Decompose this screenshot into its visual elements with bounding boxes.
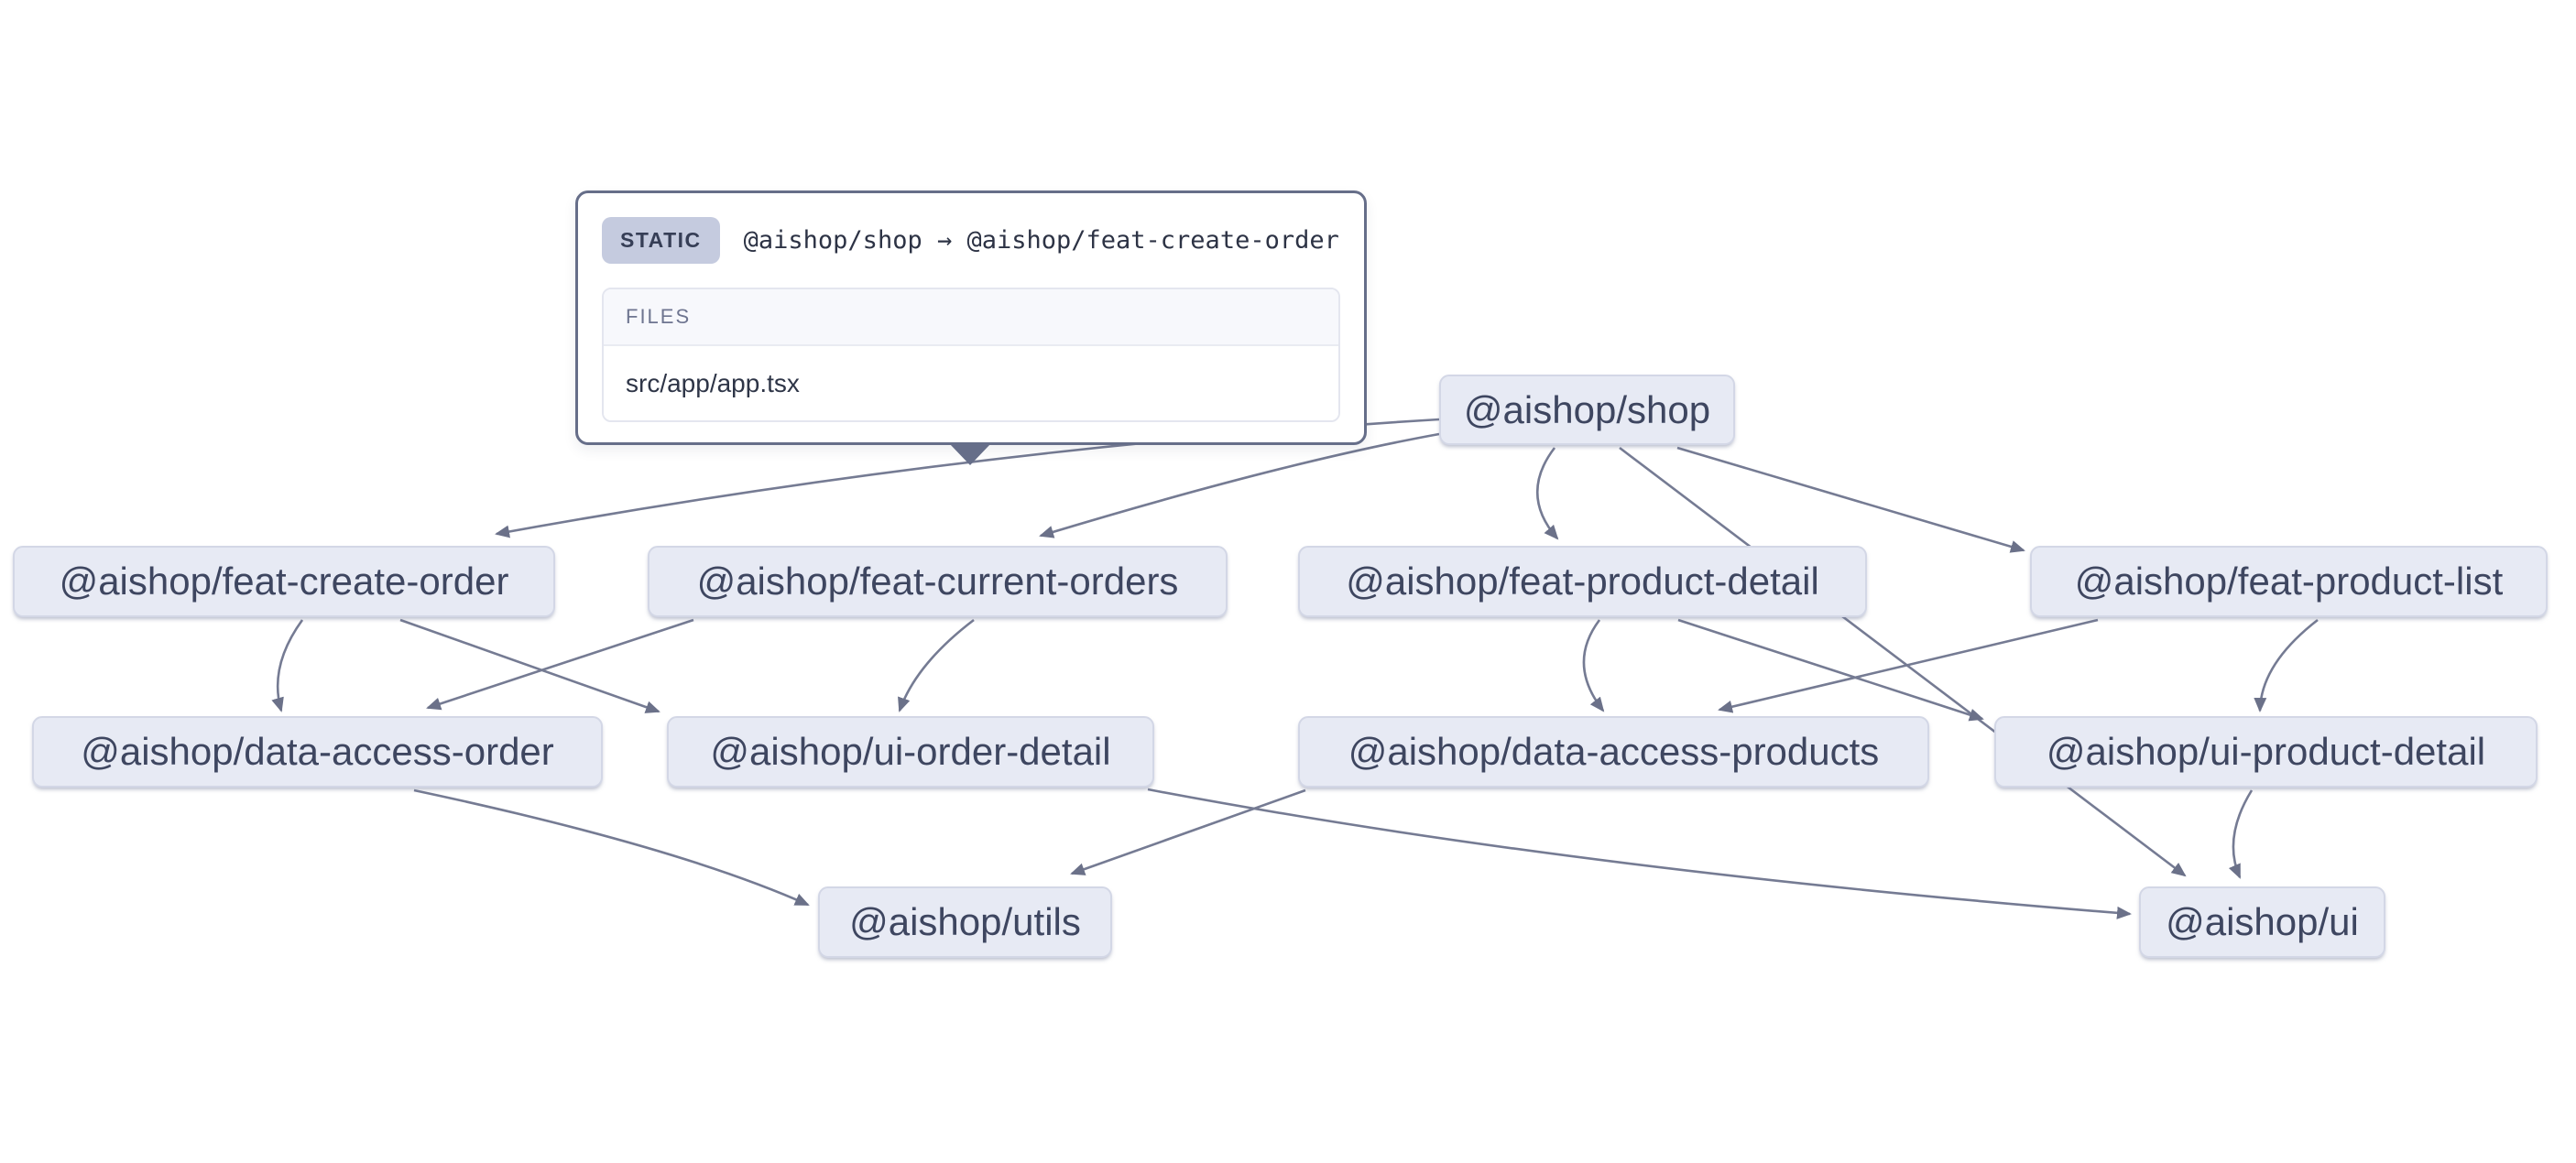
node-feat-product-detail[interactable]: @aishop/feat-product-detail xyxy=(1298,546,1867,617)
edge-dependency-text: @aishop/shop → @aishop/feat-create-order xyxy=(743,226,1339,255)
edge-shop-to-feat-current-orders[interactable] xyxy=(1039,432,1440,538)
node-data-access-order[interactable]: @aishop/data-access-order xyxy=(32,716,603,788)
edge-feat-product-list-to-data-access-products[interactable] xyxy=(1718,618,2099,713)
tooltip-pointer-icon xyxy=(949,443,991,465)
edge-feat-create-order-to-data-access-order[interactable] xyxy=(271,619,304,712)
edge-ui-product-detail-to-ui[interactable] xyxy=(2228,789,2254,879)
file-item: src/app/app.tsx xyxy=(604,346,1338,420)
node-ui-order-detail[interactable]: @aishop/ui-order-detail xyxy=(667,716,1154,788)
edge-feat-product-detail-to-ui-product-detail[interactable] xyxy=(1677,618,1984,722)
edge-feat-current-orders-to-ui-order-detail[interactable] xyxy=(898,618,975,712)
node-ui[interactable]: @aishop/ui xyxy=(2139,886,2385,958)
files-header-label: FILES xyxy=(604,289,1338,346)
node-feat-create-order[interactable]: @aishop/feat-create-order xyxy=(13,546,555,617)
edge-feat-create-order-to-ui-order-detail[interactable] xyxy=(399,618,660,713)
edge-tooltip: STATIC @aishop/shop → @aishop/feat-creat… xyxy=(575,190,1367,445)
edge-shop-to-feat-product-list[interactable] xyxy=(1676,446,2025,553)
node-utils[interactable]: @aishop/utils xyxy=(818,886,1112,958)
edge-feat-current-orders-to-data-access-order[interactable] xyxy=(426,618,694,711)
edge-shop-to-feat-product-detail[interactable] xyxy=(1535,447,1559,540)
node-feat-current-orders[interactable]: @aishop/feat-current-orders xyxy=(648,546,1228,617)
files-box: FILES src/app/app.tsx xyxy=(602,288,1340,422)
edge-type-badge: STATIC xyxy=(602,217,720,264)
edge-ui-order-detail-to-ui[interactable] xyxy=(1147,788,2132,919)
node-feat-product-list[interactable]: @aishop/feat-product-list xyxy=(2030,546,2548,617)
edge-shop-to-ui[interactable] xyxy=(1619,446,2187,877)
edge-feat-product-list-to-ui-product-detail[interactable] xyxy=(2254,618,2319,712)
tooltip-header: STATIC @aishop/shop → @aishop/feat-creat… xyxy=(602,217,1340,264)
edge-data-access-products-to-utils[interactable] xyxy=(1070,788,1306,875)
edge-data-access-order-to-utils[interactable] xyxy=(413,788,810,907)
node-data-access-products[interactable]: @aishop/data-access-products xyxy=(1298,716,1929,788)
node-ui-product-detail[interactable]: @aishop/ui-product-detail xyxy=(1994,716,2538,788)
edge-feat-product-detail-to-data-access-products[interactable] xyxy=(1582,619,1605,712)
node-shop[interactable]: @aishop/shop xyxy=(1439,375,1735,445)
